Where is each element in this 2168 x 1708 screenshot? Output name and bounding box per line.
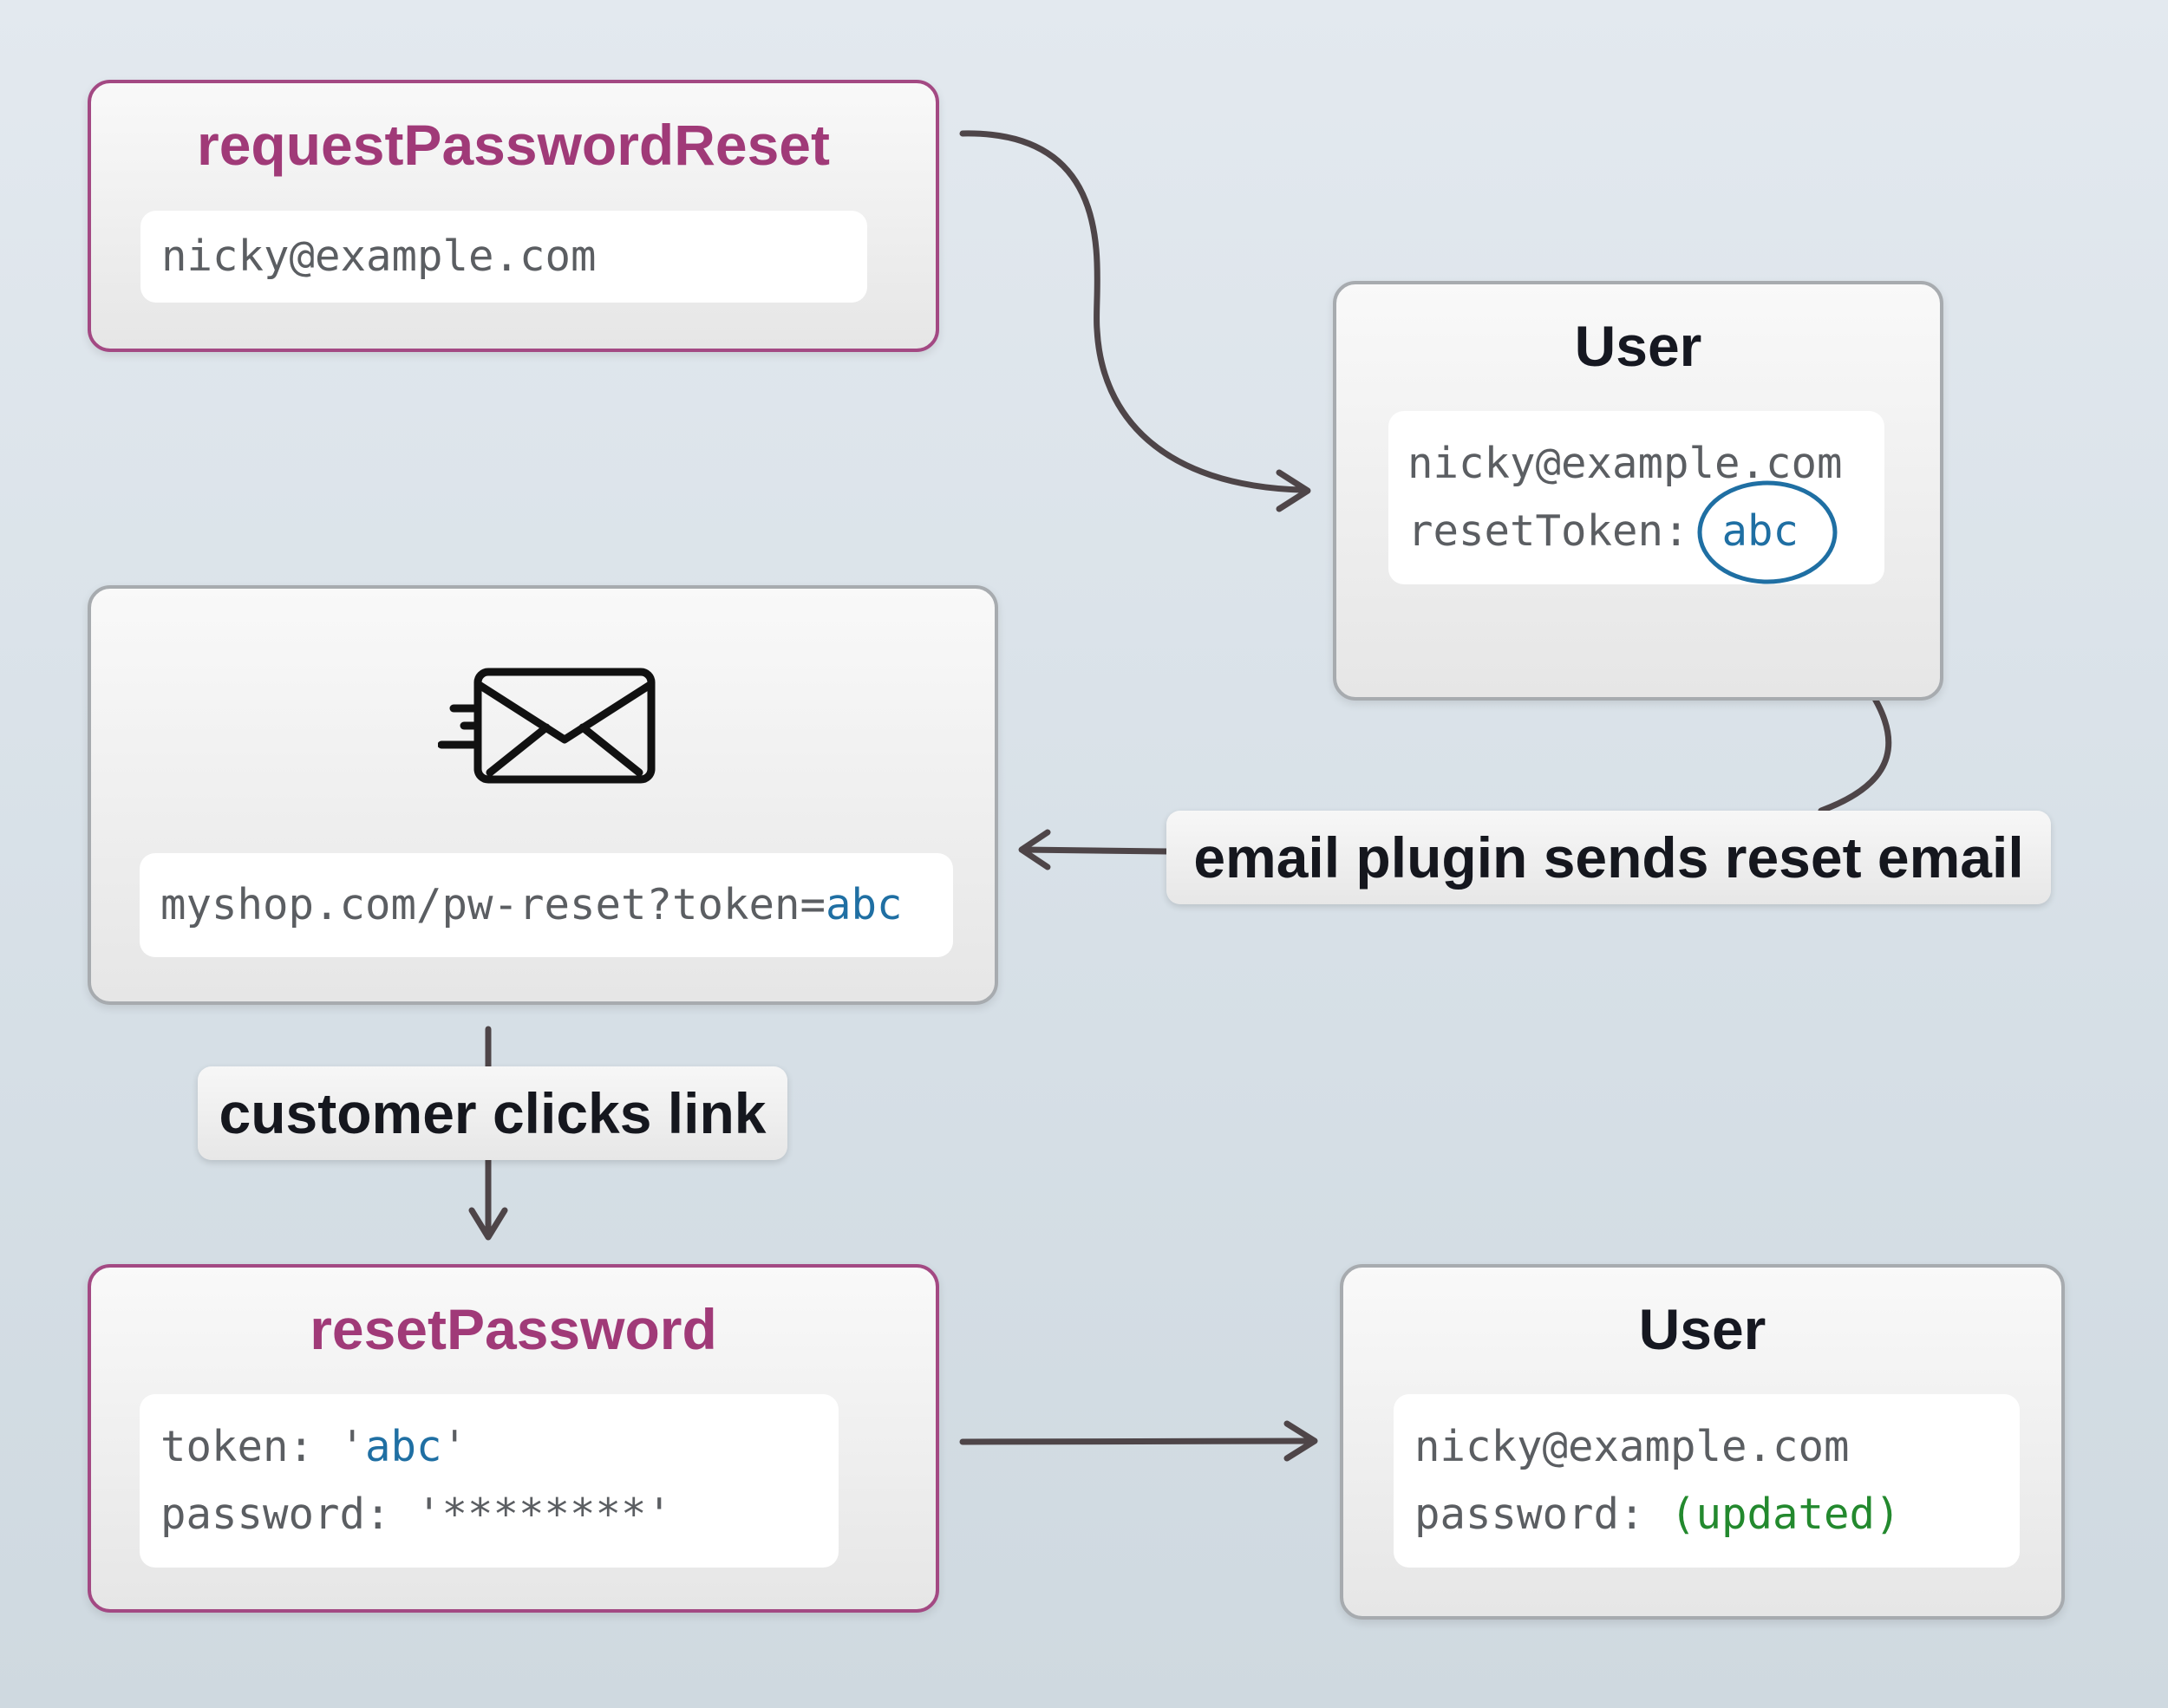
reset-token-key: resetToken:: [1407, 506, 1689, 556]
password-row: password: (updated): [1414, 1481, 1999, 1548]
arrow-label-to-email: [1020, 846, 1170, 855]
customer-clicks-label: customer clicks link: [198, 1066, 787, 1160]
password-key: password:: [160, 1490, 417, 1539]
password-updated-value: (updated): [1670, 1490, 1901, 1539]
reset-token-row: resetToken: abc: [1407, 498, 1864, 565]
arrow-reset-to-user: [959, 1437, 1315, 1445]
request-password-reset-card: requestPasswordReset nicky@example.com: [88, 80, 939, 352]
reset-link-token: abc: [826, 880, 903, 929]
token-highlight-circle: [1697, 480, 1838, 584]
email-field: nicky@example.com: [140, 211, 867, 303]
email-value: nicky@example.com: [1414, 1422, 1850, 1471]
password-value: '********': [416, 1490, 673, 1539]
email-card: myshop.com/pw-reset?token=abc: [88, 585, 998, 1005]
arrowhead-label-to-email: [1018, 829, 1051, 870]
user-card-bottom: User nicky@example.com password: (update…: [1340, 1264, 2065, 1620]
card-title: resetPassword: [310, 1297, 717, 1361]
user-card-top: User nicky@example.com resetToken: abc: [1333, 281, 1943, 701]
token-key: token:: [160, 1422, 340, 1471]
envelope-send-icon: [438, 668, 656, 784]
email-plugin-label: email plugin sends reset email: [1166, 811, 2051, 904]
token-row: token: 'abc': [160, 1413, 818, 1481]
user-fields: nicky@example.com resetToken: abc: [1388, 411, 1884, 584]
token-value: abc: [365, 1422, 442, 1471]
user-fields: nicky@example.com password: (updated): [1394, 1394, 2020, 1568]
card-title: User: [1574, 314, 1702, 378]
arrowhead-reset-to-user: [1283, 1420, 1318, 1462]
reset-fields: token: 'abc' password: '********': [140, 1394, 839, 1568]
reset-link: myshop.com/pw-reset?token=abc: [140, 853, 953, 957]
reset-link-prefix: myshop.com/pw-reset?token=: [160, 880, 826, 929]
token-quote-close: ': [441, 1422, 468, 1471]
arrowhead-request-to-user: [1276, 469, 1311, 512]
card-title: User: [1638, 1297, 1766, 1361]
arrowhead-label-to-reset: [468, 1207, 508, 1241]
reset-password-card: resetPassword token: 'abc' password: '**…: [88, 1264, 939, 1613]
password-row: password: '********': [160, 1481, 818, 1548]
email-value: nicky@example.com: [1407, 439, 1843, 488]
password-key: password:: [1414, 1490, 1671, 1539]
arrow-request-to-user: [959, 130, 1304, 493]
reset-token-value: abc: [1721, 506, 1799, 556]
card-title: requestPasswordReset: [197, 113, 830, 177]
email-value: nicky@example.com: [161, 231, 597, 281]
token-quote-open: ': [339, 1422, 366, 1471]
